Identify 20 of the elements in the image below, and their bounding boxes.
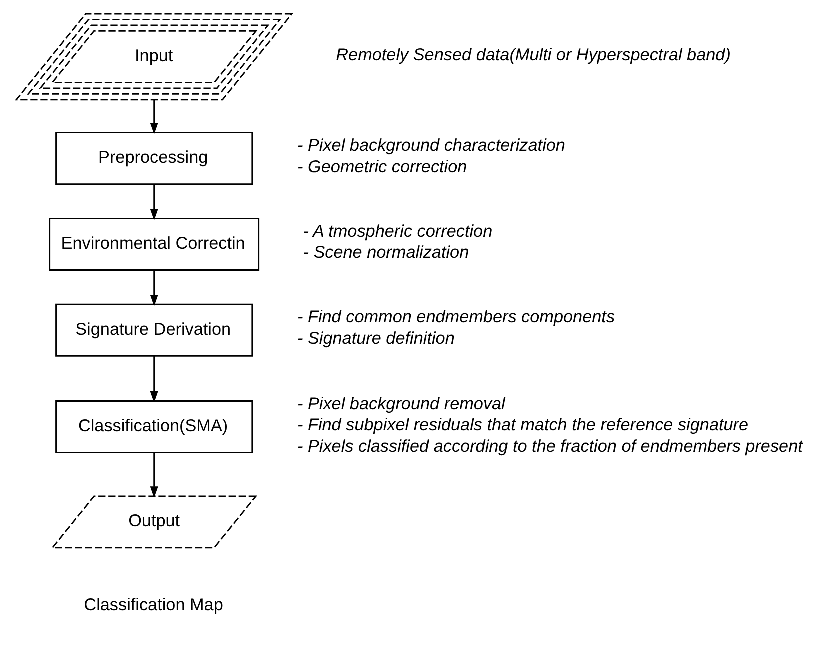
node-box: Signature Derivation bbox=[56, 304, 254, 357]
arrow bbox=[150, 270, 158, 307]
node-label: Classification Map bbox=[84, 594, 224, 614]
node-label: - A tmospheric correction bbox=[303, 220, 493, 241]
arrow bbox=[150, 356, 158, 403]
arrow bbox=[150, 453, 158, 498]
node-label: - Find subpixel residuals that match the reference signature bbox=[297, 414, 749, 435]
node-box: Preprocessing bbox=[56, 132, 254, 186]
node-label: - Find common endmembers components bbox=[297, 306, 616, 327]
node-label: - Pixel background removal bbox=[297, 393, 506, 414]
arrow bbox=[150, 184, 158, 221]
node-label: - Pixels classified according to the fraction of endmembers present bbox=[297, 436, 803, 456]
node-label: - Geometric correction bbox=[297, 156, 468, 176]
node-label: - Signature definition bbox=[297, 328, 455, 348]
node-label: - Pixel background characterization bbox=[297, 134, 566, 155]
node-box: Classification(SMA) bbox=[56, 400, 254, 454]
node-label: Remotely Sensed data(Multi or Hyperspectral band) bbox=[336, 44, 731, 65]
node-label: - Scene normalization bbox=[303, 242, 470, 262]
arrow bbox=[150, 100, 158, 135]
node-box: Environmental Correctin bbox=[49, 218, 260, 271]
